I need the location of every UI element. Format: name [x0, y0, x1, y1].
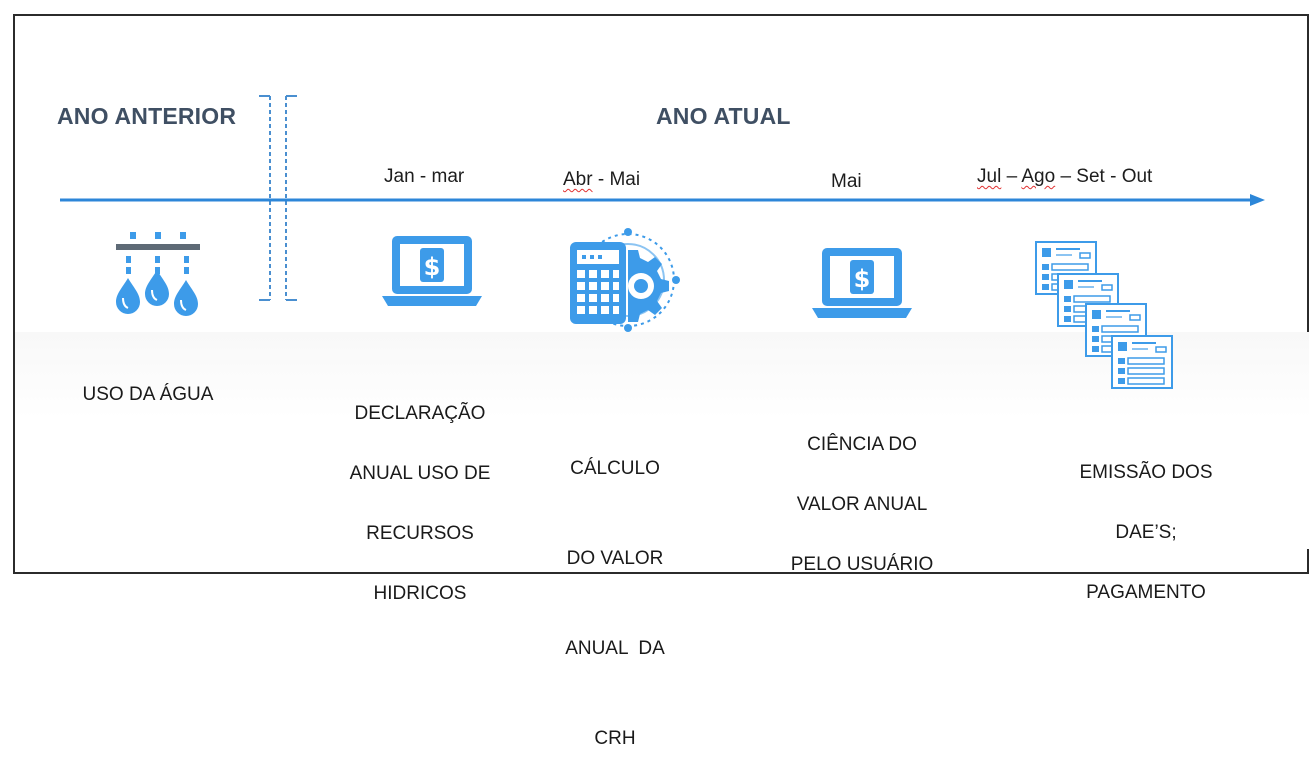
step-label-declaration: DECLARAÇÃO ANUAL USO DE RECURSOS HIDRICO… [330, 369, 510, 639]
label-line: CIÊNCIA DO [807, 434, 917, 455]
period-text: Jul [977, 166, 1002, 187]
label-line: EMISSÃO DOS [1079, 462, 1213, 483]
step-label-calculation: CÁLCULO DO VALOR ANUAL DA CRH [535, 394, 695, 784]
label-line: ANUAL USO DE [349, 463, 491, 484]
lower-background [15, 332, 1309, 549]
label-line: DAE’S; [1115, 522, 1177, 543]
laptop-dollar-icon: $ [812, 248, 912, 318]
timeline-arrow [60, 194, 1265, 206]
label-line: USO DA ÁGUA [82, 384, 214, 405]
label-line: RECURSOS [366, 523, 474, 544]
period-text: – [1001, 166, 1022, 187]
step-label-notice: CIÊNCIA DO VALOR ANUAL PELO USUÁRIO [772, 400, 952, 610]
period-text: - Mai [592, 169, 641, 190]
label-line: CRH [594, 728, 636, 749]
period-text: Abr [563, 169, 593, 190]
svg-text:$: $ [854, 265, 871, 293]
header-previous-year: ANO ANTERIOR [57, 103, 237, 129]
label-line: VALOR ANUAL [796, 494, 928, 515]
documents-stack-icon [1035, 241, 1173, 389]
label-line: ANUAL DA [565, 638, 665, 659]
period-text: Jan - mar [384, 166, 465, 187]
period-text: Ago [1021, 166, 1056, 187]
label-line: DECLARAÇÃO [354, 403, 486, 424]
period-abr-mai: Abr - Mai [563, 169, 640, 191]
label-line: HIDRICOS [373, 583, 467, 604]
period-mai: Mai [831, 171, 862, 193]
laptop-dollar-icon: $ [382, 236, 482, 306]
step-label-water-use: USO DA ÁGUA [58, 350, 238, 440]
header-current-year: ANO ATUAL [656, 103, 791, 129]
period-text: Mai [831, 171, 862, 192]
year-divider [259, 95, 297, 301]
calculator-gear-icon [570, 228, 680, 332]
label-line: PAGAMENTO [1086, 582, 1206, 603]
label-line: CÁLCULO [570, 458, 660, 479]
period-text: – Set - Out [1055, 166, 1153, 187]
step-label-payment: EMISSÃO DOS DAE’S; PAGAMENTO [1056, 428, 1236, 638]
svg-text:$: $ [424, 253, 441, 281]
period-jul-out: Jul – Ago – Set - Out [977, 166, 1152, 188]
water-drops-icon [116, 232, 200, 316]
label-line: PELO USUÁRIO [790, 554, 934, 575]
period-jan-mar: Jan - mar [384, 166, 464, 188]
